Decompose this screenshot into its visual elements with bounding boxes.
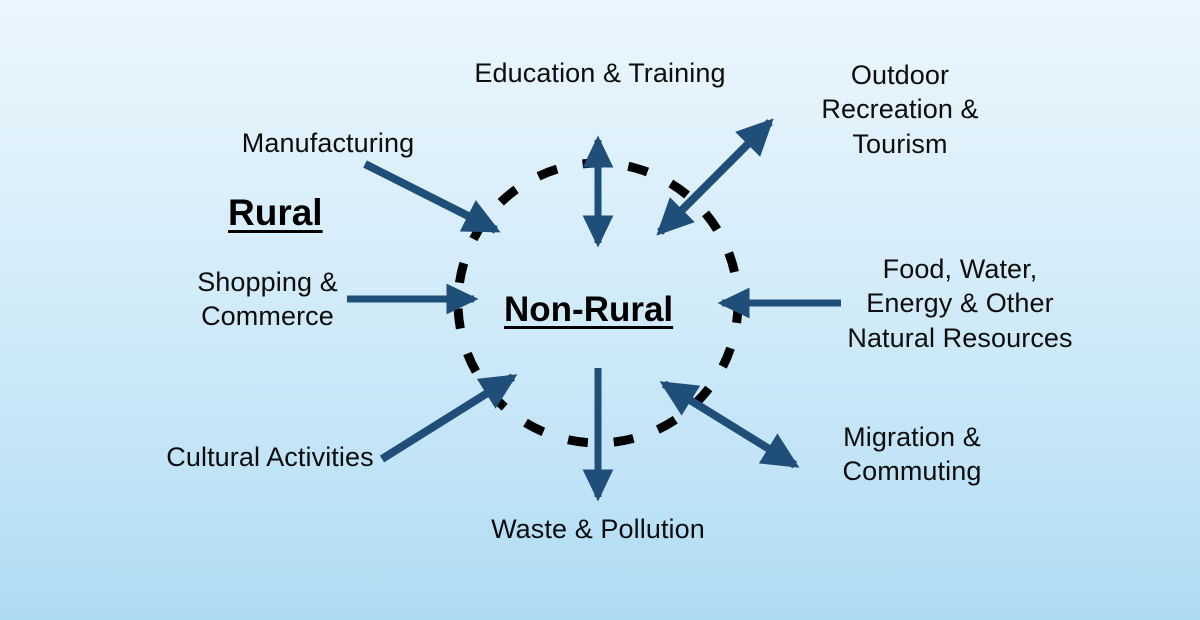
arrow-migration-commuting: [659, 380, 800, 469]
arrow-outdoor-recreation-tourism: [656, 118, 774, 236]
flow-label-education-training: Education & Training: [474, 58, 726, 88]
flow-label-cultural-activities: Cultural Activities: [166, 442, 374, 472]
flow-label-outdoor-recreation-tourism: Outdoor Recreation & Tourism: [821, 60, 979, 159]
flow-label-manufacturing: Manufacturing: [241, 128, 415, 158]
flow-label-waste-pollution: Waste & Pollution: [491, 514, 705, 544]
node-label-rural: Rural: [228, 192, 323, 233]
flow-label-shopping-commerce: Shopping & Commerce: [197, 267, 338, 332]
flow-label-food-water-energy: Food, Water, Energy & Other Natural Reso…: [847, 254, 1073, 353]
node-label-non-rural: Non-Rural: [504, 290, 674, 329]
arrow-manufacturing: [363, 160, 501, 234]
flow-label-migration-commuting: Migration & Commuting: [842, 422, 982, 487]
arrow-cultural-activities: [379, 373, 518, 463]
